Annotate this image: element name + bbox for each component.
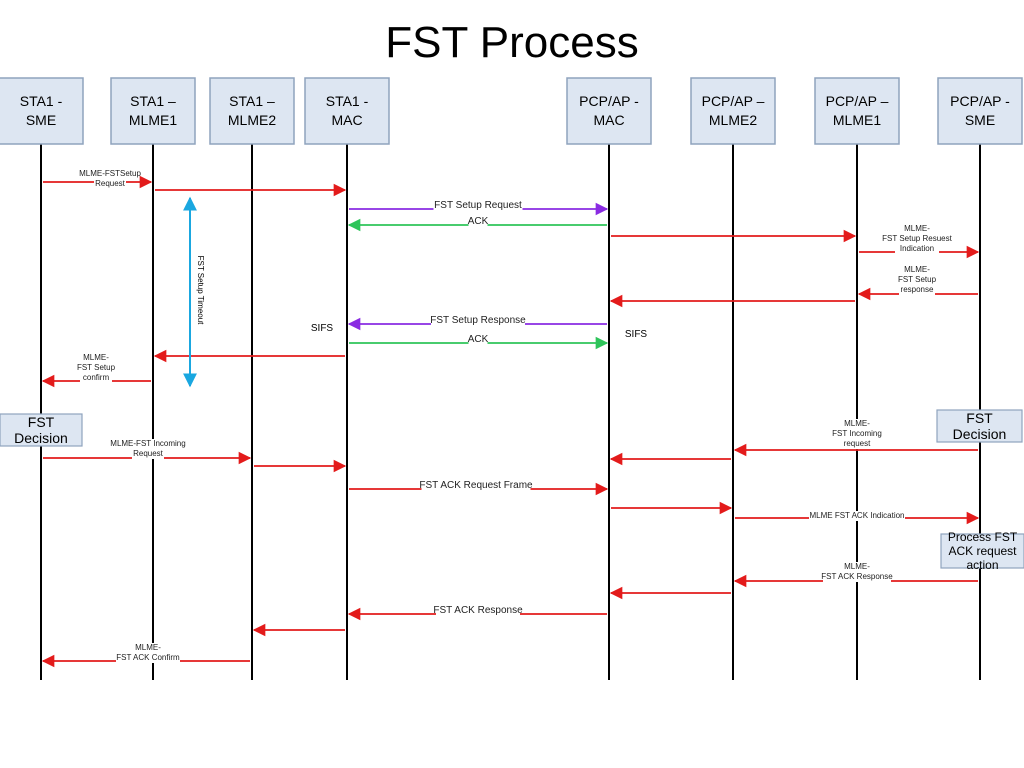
participant-label: SME [26, 112, 56, 128]
decision-box-right-label: FST [966, 410, 993, 426]
message-label: MLME- [844, 562, 870, 571]
message-label: Request [133, 449, 164, 458]
message-label: request [844, 439, 871, 448]
message-label: MLME- [844, 419, 870, 428]
participant-label: STA1 - [326, 93, 369, 109]
participant-label: PCP/AP – [702, 93, 765, 109]
decision-box-left-label: Decision [14, 430, 68, 446]
participant-box: STA1 – MLME1 [110, 77, 196, 145]
participant-box: STA1 – MLME2 [209, 77, 295, 145]
participant-label: MAC [593, 112, 624, 128]
message-label: Request [95, 179, 126, 188]
participant-label: PCP/AP - [579, 93, 639, 109]
message-label: FST Setup [77, 363, 116, 372]
decision-box-left-label: FST [28, 414, 55, 430]
decision-box-right-label: Decision [953, 426, 1007, 442]
participant-label: PCP/AP – [826, 93, 889, 109]
timeout-label: FST Setup Timeout [196, 256, 205, 326]
message-label: MLME- [135, 643, 161, 652]
participant-box: PCP/AP - MAC [566, 77, 652, 145]
process-box-label: ACK request [948, 544, 1017, 558]
participant-box: PCP/AP – MLME1 [814, 77, 900, 145]
message-label: response [901, 285, 934, 294]
message-label: FST Setup Response [430, 315, 526, 326]
process-box-label: Process FST [948, 530, 1018, 544]
message-label: ACK [468, 216, 489, 227]
message-label: MLME- [83, 353, 109, 362]
message-label: Indication [900, 244, 934, 253]
sifs-label: SIFS [625, 329, 648, 340]
participant-box: PCP/AP – MLME2 [690, 77, 776, 145]
participant-label: MLME2 [709, 112, 757, 128]
participant-label: STA1 – [229, 93, 275, 109]
participant-label: MLME1 [129, 112, 177, 128]
participant-box: STA1 - MAC [304, 77, 390, 145]
participant-label: SME [965, 112, 995, 128]
message-label: FST Incoming [832, 429, 882, 438]
message-label: MLME-FSTSetup [79, 169, 141, 178]
message-label: FST ACK Request Frame [419, 480, 533, 491]
message-label: MLME- [904, 224, 930, 233]
participant-label: PCP/AP - [950, 93, 1010, 109]
participant-label: MLME1 [833, 112, 881, 128]
participant-box: STA1 - SME [0, 77, 84, 145]
sifs-label: SIFS [311, 323, 334, 334]
message-label: MLME- [904, 265, 930, 274]
message-label: FST Setup Request [434, 200, 522, 211]
participant-label: STA1 - [20, 93, 63, 109]
participant-label: MAC [331, 112, 362, 128]
message-label: FST ACK Confirm [116, 653, 180, 662]
process-box-label: action [966, 558, 998, 572]
slide-title: FST Process [385, 18, 639, 67]
message-label: FST Setup [898, 275, 937, 284]
message-label: FST Setup Resuest [882, 234, 952, 243]
message-label: ACK [468, 334, 489, 345]
message-label: MLME FST ACK Indication [810, 511, 905, 520]
participant-label: STA1 – [130, 93, 176, 109]
participant-label: MLME2 [228, 112, 276, 128]
message-label: FST ACK Response [433, 605, 523, 616]
message-label: FST ACK Response [821, 572, 893, 581]
message-label: MLME-FST Incoming [110, 439, 185, 448]
participant-box: PCP/AP - SME [937, 77, 1023, 145]
message-label: confirm [83, 373, 110, 382]
